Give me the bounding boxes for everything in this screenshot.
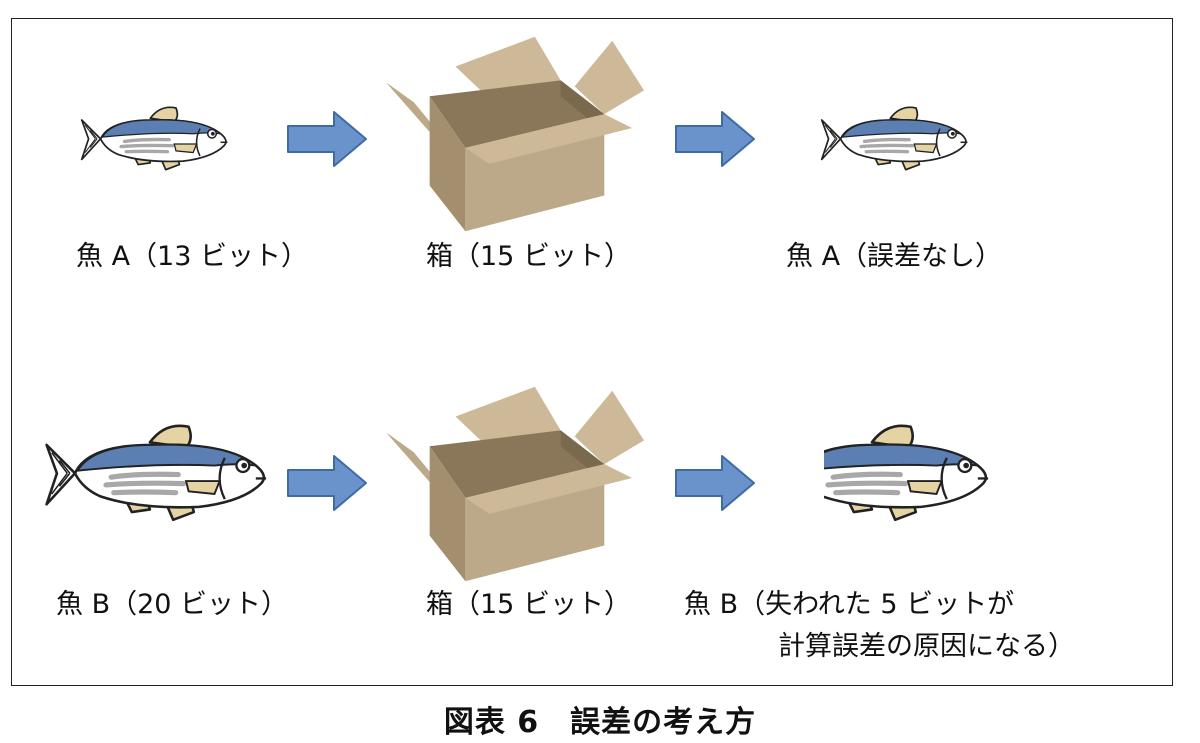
fish-b-icon: [44, 418, 270, 526]
fish-a-output-icon: [820, 105, 970, 172]
figure-frame: [11, 18, 1173, 686]
fish-a-output-label: 魚 A（誤差なし）: [786, 241, 1003, 272]
fish-a-input-label: 魚 A（13 ビット）: [76, 241, 308, 272]
box-a-label: 箱（15 ビット）: [426, 241, 631, 272]
box-b-label: 箱（15 ビット）: [426, 589, 631, 620]
fish-b-input-label: 魚 B（20 ビット）: [56, 589, 289, 620]
arrow-right-icon: [287, 111, 367, 167]
fish-a-icon: [80, 105, 230, 172]
arrow-right-icon: [287, 455, 367, 511]
arrow-right-icon: [675, 455, 755, 511]
fish-b-output-label-line1: 魚 B（失われた 5 ビットが: [684, 589, 1015, 620]
box-a-icon: [386, 36, 645, 232]
figure-caption: 図表 6 誤差の考え方: [443, 705, 757, 740]
fish-b-output-label-line2: 計算誤差の原因になる）: [778, 631, 1075, 662]
box-b-icon: [386, 386, 645, 582]
fish-b-truncated-icon: [824, 418, 994, 528]
arrow-right-icon: [675, 111, 755, 167]
